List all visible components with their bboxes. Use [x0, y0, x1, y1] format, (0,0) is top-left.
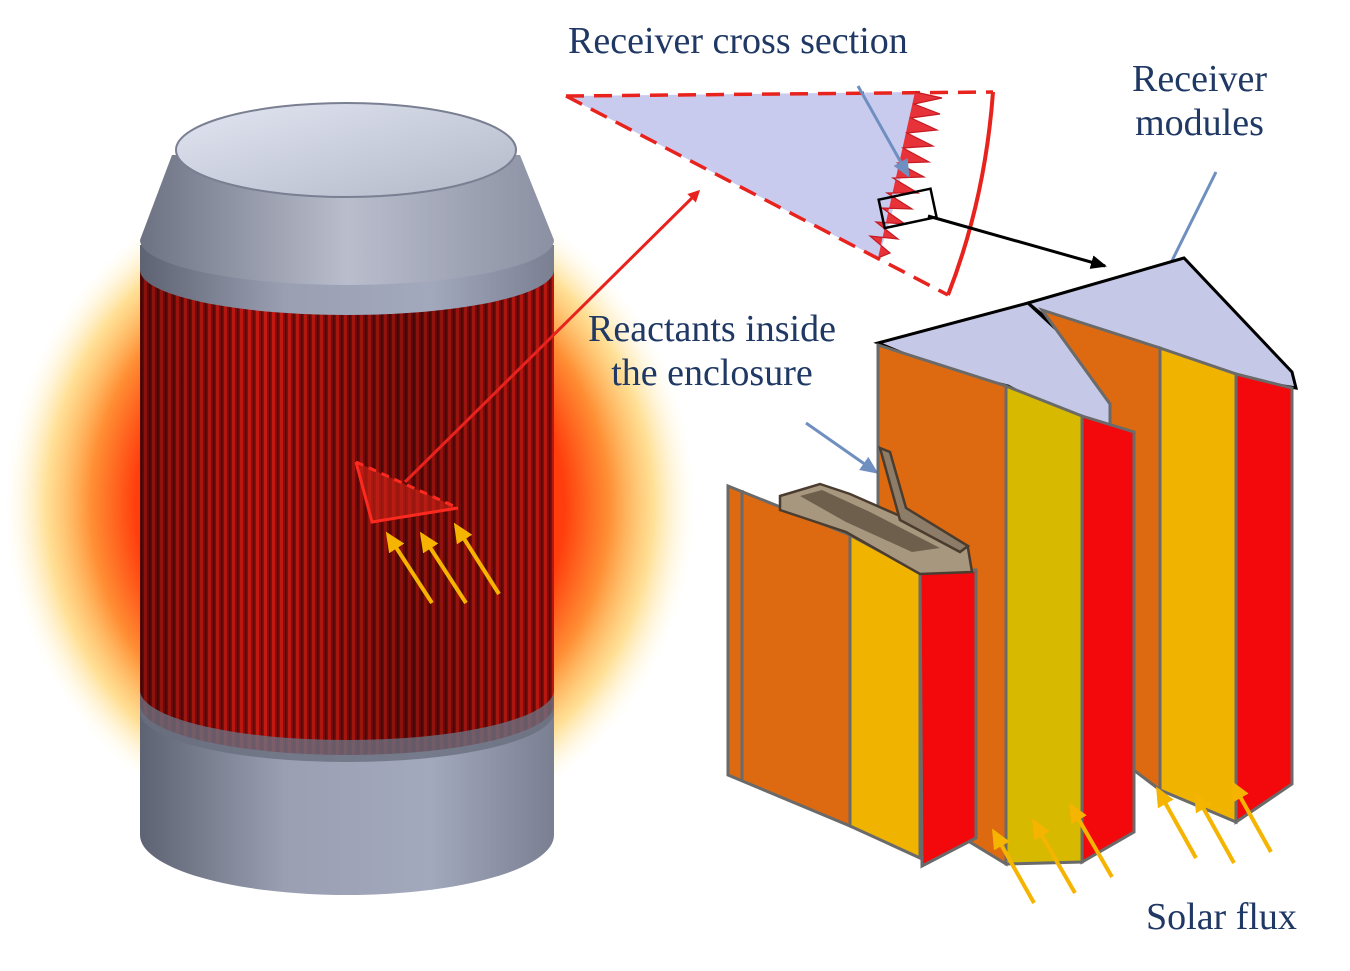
module-panel-yellow	[1158, 345, 1238, 825]
flux-arrow	[1194, 791, 1236, 864]
cylinder-top-face	[175, 102, 517, 198]
solar-flux-arrows	[992, 780, 1273, 904]
body-section-solid-edge	[354, 461, 459, 524]
callout-arrow-reactants	[805, 421, 879, 474]
reactant-enclosure-fin	[878, 445, 971, 554]
module-panel-red	[1234, 372, 1294, 825]
label-receiver-modules-line1: Receiver	[1132, 58, 1268, 100]
body-flux-arrow	[385, 531, 434, 605]
cross-section-outer-arc	[946, 91, 995, 296]
cross-section-fill	[566, 92, 915, 258]
label-reactants-line2: the enclosure	[611, 351, 813, 394]
body-section-highlight	[356, 462, 458, 522]
front-module-with-enclosure	[726, 445, 978, 869]
flux-arrow	[1068, 802, 1114, 879]
receiver-cross-section	[565, 90, 995, 297]
cylinder-lower-lip	[140, 690, 554, 762]
cross-section-dashed-top	[565, 90, 994, 98]
flux-arrow	[992, 828, 1036, 904]
label-receiver-cross-section: Receiver cross section	[568, 20, 908, 62]
callout-arrow-cross-section	[856, 85, 910, 178]
body-flux-arrow	[453, 522, 501, 596]
front-panel-orange	[726, 483, 852, 829]
body-section-dashed-edge	[355, 460, 459, 510]
zoom-arrow	[403, 189, 701, 484]
cross-section-dashed-bottom	[565, 94, 949, 297]
label-solar-flux: Solar flux	[1146, 896, 1297, 938]
receiver-modules	[873, 256, 1299, 867]
label-reactants-inside-enclosure: Reactants inside the enclosure	[588, 308, 836, 395]
flux-arrow	[1231, 780, 1273, 853]
detail-arrow	[927, 214, 1107, 269]
front-panel-red	[918, 568, 978, 869]
zoom-box	[877, 187, 939, 230]
flux-arrow	[1031, 818, 1077, 895]
label-receiver-modules-line2: modules	[1135, 101, 1264, 144]
module-panel-olive	[1004, 383, 1084, 866]
module-panel-red	[1080, 413, 1136, 865]
flux-arrow	[1156, 786, 1198, 859]
front-panel-yellow	[848, 532, 922, 861]
body-flux-arrow	[419, 531, 468, 605]
label-reactants-line1: Reactants inside	[588, 308, 836, 350]
reactant-enclosure-inner	[800, 490, 940, 552]
absorber-shading	[140, 265, 554, 755]
receiver-cylinder	[140, 102, 554, 895]
label-receiver-modules: Receiver modules	[1132, 58, 1267, 145]
